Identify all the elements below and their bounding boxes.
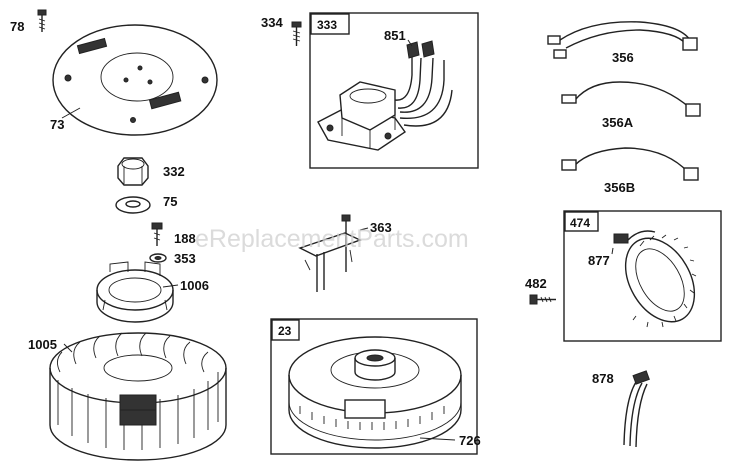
part-73-backplate[interactable] <box>52 24 218 136</box>
part-878-wire[interactable] <box>623 370 650 448</box>
leader-1006 <box>162 284 179 288</box>
leader-1005 <box>63 343 73 353</box>
part-75-washer[interactable] <box>115 196 151 214</box>
leader-73 <box>61 107 81 119</box>
label-877: 877 <box>588 253 610 268</box>
label-188: 188 <box>174 231 196 246</box>
label-356: 356 <box>612 50 634 65</box>
leader-851 <box>407 39 413 47</box>
part-333-armature[interactable] <box>317 81 406 151</box>
label-1005: 1005 <box>28 337 57 352</box>
label-726: 726 <box>459 433 481 448</box>
label-482: 482 <box>525 276 547 291</box>
part-363-bracket[interactable] <box>298 214 362 292</box>
box-474-tag <box>564 211 599 232</box>
leader-363 <box>359 227 369 231</box>
part-188-bolt[interactable] <box>151 222 163 246</box>
part-23-flywheel[interactable] <box>288 336 462 449</box>
leader-726 <box>419 437 456 441</box>
label-356A: 356A <box>602 115 634 130</box>
part-851-spark-plug-wire[interactable] <box>394 40 453 127</box>
part-334-screw[interactable] <box>291 21 302 46</box>
label-333: 333 <box>317 18 337 32</box>
label-474: 474 <box>570 216 590 230</box>
label-334: 334 <box>261 15 283 30</box>
label-78: 78 <box>10 19 24 34</box>
part-356B-wire[interactable] <box>561 147 699 181</box>
part-78-screw[interactable] <box>37 9 47 32</box>
watermark: eReplacementParts.com <box>195 225 469 253</box>
box-474 <box>563 210 722 342</box>
part-877-alternator[interactable] <box>612 226 709 334</box>
part-1006-screen[interactable] <box>96 261 174 323</box>
part-356A-wire[interactable] <box>561 81 701 117</box>
box-23-tag <box>271 319 300 341</box>
leader-877 <box>611 247 614 255</box>
part-332-nut[interactable] <box>117 157 149 186</box>
label-851: 851 <box>384 28 406 43</box>
part-353-washer[interactable] <box>149 253 167 263</box>
box-23 <box>270 318 478 455</box>
label-73: 73 <box>50 117 64 132</box>
label-363: 363 <box>370 220 392 235</box>
part-1005-fan[interactable] <box>49 332 227 461</box>
label-23: 23 <box>278 324 292 338</box>
label-353: 353 <box>174 251 196 266</box>
box-333 <box>309 12 479 169</box>
part-482-screw[interactable] <box>529 294 556 305</box>
label-75: 75 <box>163 194 177 209</box>
label-332: 332 <box>163 164 185 179</box>
label-1006: 1006 <box>180 278 209 293</box>
part-356-wire[interactable] <box>547 21 698 59</box>
label-356B: 356B <box>604 180 635 195</box>
label-878: 878 <box>592 371 614 386</box>
box-333-tag <box>310 13 350 35</box>
